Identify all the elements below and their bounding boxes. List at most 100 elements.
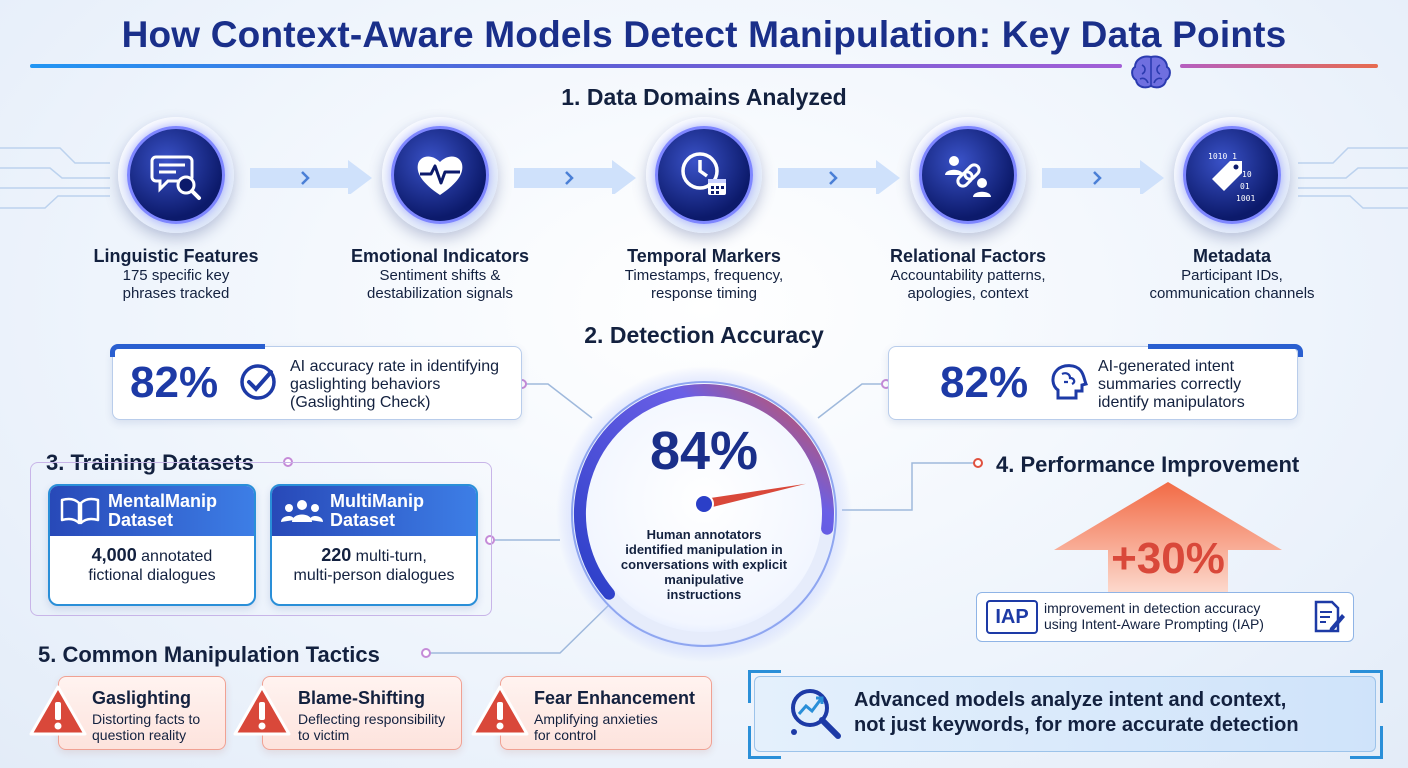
dataset-count: 4,000	[91, 545, 137, 565]
group-icon	[281, 500, 323, 522]
tactic-title: Gaslighting	[92, 688, 191, 708]
flow-arrow-3	[778, 160, 900, 194]
domain-desc: communication channels	[1149, 285, 1315, 302]
tactic-title: Fear Enhancement	[534, 688, 696, 708]
gauge-value: 84%	[649, 421, 759, 481]
domain-title: Linguistic Features	[93, 246, 259, 266]
caption-line: conversations with explicit	[620, 557, 788, 572]
title-underline-left	[30, 64, 1122, 68]
ai-accuracy-desc: AI accuracy rate in identifying gaslight…	[290, 358, 518, 412]
svg-text:10: 10	[1242, 170, 1252, 179]
domain-emotional: Emotional Indicators Sentiment shifts & …	[320, 246, 560, 303]
people-link-icon	[945, 156, 991, 197]
domain-metadata-circle: 1010 1 10 01 1001	[1174, 117, 1290, 233]
dataset-name: MentalManip	[108, 491, 218, 511]
dataset-desc: annotated	[136, 548, 213, 565]
circuit-lines-right	[1298, 147, 1408, 209]
gauge-hub	[694, 494, 714, 514]
desc-line: summaries correctly	[1098, 376, 1242, 393]
gauge-arc	[574, 384, 834, 600]
dataset-count: 220	[321, 545, 352, 565]
performance-desc: improvement in detection accuracy using …	[1044, 600, 1308, 632]
datasets-frame	[30, 462, 492, 616]
gauge-caption: Human annotators identified manipulation…	[594, 527, 814, 602]
ai-accuracy-card	[112, 346, 522, 420]
flow-arrow-2	[514, 160, 636, 194]
domain-desc: Accountability patterns,	[890, 267, 1046, 284]
domain-desc: Participant IDs,	[1181, 267, 1283, 284]
performance-desc-card	[976, 592, 1354, 642]
open-book-icon	[60, 497, 100, 525]
tactic-desc: Amplifying anxieties for control	[534, 711, 704, 743]
head-brain-icon	[1051, 364, 1089, 400]
dataset-name: MultiManip	[330, 491, 424, 511]
domain-title: Temporal Markers	[627, 246, 781, 266]
desc-line: improvement in detection accuracy	[1044, 600, 1261, 616]
section-heading-tactics: 5. Common Manipulation Tactics	[38, 642, 380, 667]
clock-calendar-icon	[681, 152, 726, 195]
heart-pulse-icon	[417, 156, 463, 195]
performance-value: +30%	[1111, 534, 1225, 583]
domain-title: Relational Factors	[889, 246, 1047, 266]
desc-line: AI-generated intent	[1098, 358, 1235, 375]
domain-title: Metadata	[1192, 246, 1272, 266]
svg-text:01: 01	[1240, 182, 1250, 191]
warning-icon	[471, 685, 529, 736]
domain-linguistic-circle	[118, 117, 234, 233]
domain-desc: destabilization signals	[367, 285, 513, 302]
desc-line: to victim	[298, 727, 350, 743]
dataset-desc: fictional dialogues	[88, 567, 216, 584]
warning-icon	[233, 685, 291, 736]
intent-summary-card	[888, 346, 1298, 420]
desc-line: using Intent-Aware Prompting (IAP)	[1044, 616, 1264, 632]
brain-icon	[1131, 55, 1171, 89]
warning-icon	[29, 685, 87, 736]
dataset-name: Dataset	[108, 510, 174, 530]
tactic-desc: Deflecting responsibility to victim	[298, 711, 458, 743]
domain-emotional-circle	[382, 117, 498, 233]
banner-corner	[748, 670, 781, 703]
gauge-needle	[703, 483, 806, 509]
dataset-desc: multi-person dialogues	[293, 567, 455, 584]
desc-line: for control	[534, 727, 597, 743]
section-heading-data-domains: 1. Data Domains Analyzed	[561, 84, 847, 110]
domain-desc: Sentiment shifts &	[379, 267, 501, 284]
caption-line: identified manipulation in	[625, 542, 783, 557]
ai-accuracy-value: 82%	[130, 358, 219, 407]
iap-badge: IAP	[986, 600, 1038, 634]
check-circle-icon	[240, 364, 276, 400]
banner-corner	[1350, 726, 1383, 759]
domain-title: Emotional Indicators	[350, 246, 530, 266]
circuit-lines-left	[0, 147, 110, 209]
caption-line: Human annotators	[646, 527, 762, 542]
domain-temporal-circle	[646, 117, 762, 233]
tactic-desc: Distorting facts to question reality	[92, 711, 222, 743]
dataset-card-multimanip: MultiManip Dataset 220 multi-turn, multi…	[270, 484, 478, 606]
domain-metadata: Metadata Participant IDs, communication …	[1112, 246, 1352, 303]
intent-summary-desc: AI-generated intent summaries correctly …	[1098, 358, 1288, 412]
caption-line: instructions	[666, 587, 742, 602]
dataset-name: Dataset	[330, 510, 396, 530]
key-takeaway-text: Advanced models analyze intent and conte…	[854, 688, 1364, 738]
desc-line: Distorting facts to	[92, 711, 201, 727]
title-underline-right	[1180, 64, 1378, 68]
domain-relational: Relational Factors Accountability patter…	[848, 246, 1088, 303]
domain-desc: Timestamps, frequency,	[624, 267, 784, 284]
card-accent	[1148, 344, 1303, 357]
domain-temporal: Temporal Markers Timestamps, frequency, …	[584, 246, 824, 303]
banner-corner	[1350, 670, 1383, 703]
key-takeaway-banner	[754, 676, 1376, 752]
svg-text:1001: 1001	[1236, 194, 1255, 203]
binary-tag-icon: 1010 1 10 01 1001	[1208, 152, 1255, 203]
desc-line: identify manipulators	[1098, 394, 1245, 411]
document-edit-icon	[1314, 600, 1345, 633]
banner-corner	[748, 726, 781, 759]
flow-arrow-1	[250, 160, 372, 194]
page-title: How Context-Aware Models Detect Manipula…	[121, 14, 1287, 55]
domain-desc: phrases tracked	[122, 285, 230, 302]
chat-search-icon	[150, 155, 201, 200]
desc-line: Deflecting responsibility	[298, 711, 446, 727]
caption-line: manipulative	[664, 572, 744, 587]
section-heading-performance: 4. Performance Improvement	[996, 452, 1300, 477]
analytics-search-icon	[791, 689, 841, 739]
